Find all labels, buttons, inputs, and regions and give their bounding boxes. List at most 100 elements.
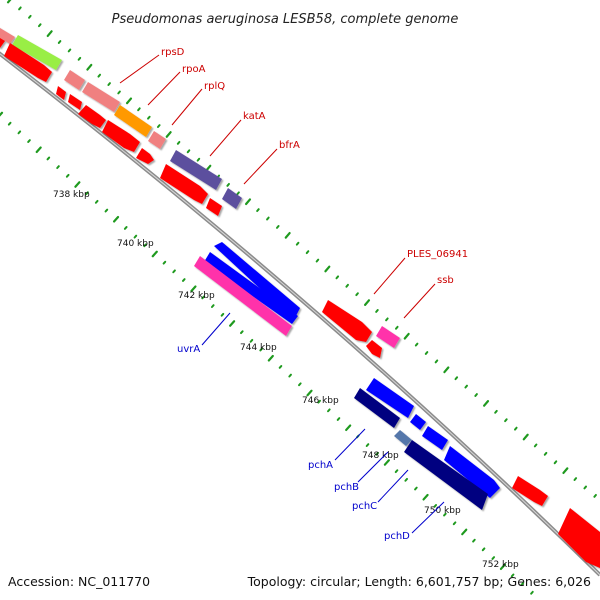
gene-bar <box>56 86 66 100</box>
tick-mark <box>156 124 161 128</box>
tick-mark <box>0 111 4 117</box>
tick-mark <box>85 191 89 196</box>
tick-mark <box>375 309 379 313</box>
gene-bar <box>68 94 82 110</box>
tick-mark <box>363 299 371 306</box>
tick-mark <box>543 451 548 456</box>
gene-bar <box>12 35 62 70</box>
kbp-label: 742 kbp <box>178 291 215 301</box>
kbp-label: 750 kbp <box>424 506 461 516</box>
tick-mark <box>491 556 496 560</box>
tick-mark <box>239 330 244 335</box>
tick-mark <box>256 208 260 213</box>
tick-mark <box>27 139 31 143</box>
tick-mark <box>165 131 172 138</box>
tick-mark <box>46 156 51 161</box>
tick-mark <box>510 573 515 578</box>
tick-mark <box>520 582 525 586</box>
tick-mark <box>46 30 53 38</box>
tick-mark <box>464 384 468 389</box>
gene-bar <box>376 326 400 348</box>
gene-bar <box>512 476 548 506</box>
reverse-gene-labels <box>201 312 445 534</box>
gene-bar <box>410 414 426 430</box>
gene-label-pchD: pchD <box>384 531 410 542</box>
tick-mark <box>483 400 490 407</box>
tick-mark <box>454 376 459 381</box>
tick-mark <box>244 198 252 206</box>
tick-mark <box>267 354 274 362</box>
tick-mark <box>176 140 181 145</box>
tick-mark <box>474 393 478 397</box>
gene-bar <box>206 198 222 216</box>
gene-bar <box>366 378 414 418</box>
tick-mark <box>345 283 349 288</box>
tick-mark <box>288 373 292 378</box>
gene-label-bfrA: bfrA <box>279 140 300 151</box>
kbp-label: 738 kbp <box>53 190 90 200</box>
tick-mark <box>7 121 12 126</box>
tick-mark <box>278 365 283 369</box>
accession-text: Accession: NC_011770 <box>8 574 150 589</box>
gene-label-ssb: ssb <box>437 275 454 286</box>
gene-bar <box>4 43 52 82</box>
kbp-label: 752 kbp <box>482 560 519 570</box>
tick-mark <box>35 146 42 154</box>
gene-bar <box>82 82 120 112</box>
tick-mark <box>181 278 186 282</box>
tick-mark <box>530 590 534 595</box>
gene-bar <box>558 508 600 568</box>
forward-gene-labels <box>119 54 436 319</box>
tick-mark <box>117 90 121 95</box>
kbp-label: 748 kbp <box>362 451 399 461</box>
tick-mark <box>375 451 379 456</box>
tick-mark <box>77 56 82 61</box>
gene-bar <box>222 188 242 209</box>
tick-mark <box>533 443 538 448</box>
tick-mark <box>18 6 22 11</box>
gene-bar <box>102 120 140 152</box>
tick-mark <box>259 347 263 352</box>
gene-bar <box>404 440 488 510</box>
tick-mark <box>284 231 291 239</box>
gene-label-rpoA: rpoA <box>182 64 206 75</box>
gene-bar <box>114 105 152 137</box>
tick-mark <box>17 130 22 135</box>
genome-backbone <box>0 51 600 577</box>
tick-mark <box>573 477 578 481</box>
gene-bar <box>136 148 154 164</box>
tick-mark <box>522 433 529 441</box>
gene-bar <box>148 131 166 149</box>
tick-mark <box>434 359 439 364</box>
tick-mark <box>162 260 167 265</box>
gene-bar <box>194 256 292 336</box>
gene-bar <box>394 430 412 446</box>
tick-mark <box>137 107 141 112</box>
tick-mark <box>226 182 230 187</box>
tick-mark <box>336 417 341 421</box>
gene-label-rpsD: rpsD <box>161 47 185 58</box>
tick-mark <box>461 528 468 536</box>
kbp-label: 744 kbp <box>240 343 277 353</box>
gene-label-pchA: pchA <box>308 460 333 471</box>
tick-mark <box>403 332 410 340</box>
tick-mark <box>236 191 240 196</box>
tick-mark <box>452 521 457 526</box>
tick-mark <box>57 40 62 44</box>
tick-mark <box>210 304 215 308</box>
tick-mark <box>433 504 438 508</box>
tick-mark <box>229 320 236 327</box>
tick-mark <box>327 408 331 413</box>
tick-mark <box>220 312 225 317</box>
tick-mark <box>481 547 486 552</box>
gene-bar <box>214 242 300 320</box>
gene-bar <box>366 340 382 358</box>
tick-mark <box>107 82 111 86</box>
tick-mark <box>472 538 476 543</box>
gene-bar <box>354 388 400 428</box>
tick-mark <box>6 0 12 4</box>
tick-mark <box>494 409 498 414</box>
tick-mark <box>123 226 128 230</box>
tick-mark <box>335 275 340 280</box>
